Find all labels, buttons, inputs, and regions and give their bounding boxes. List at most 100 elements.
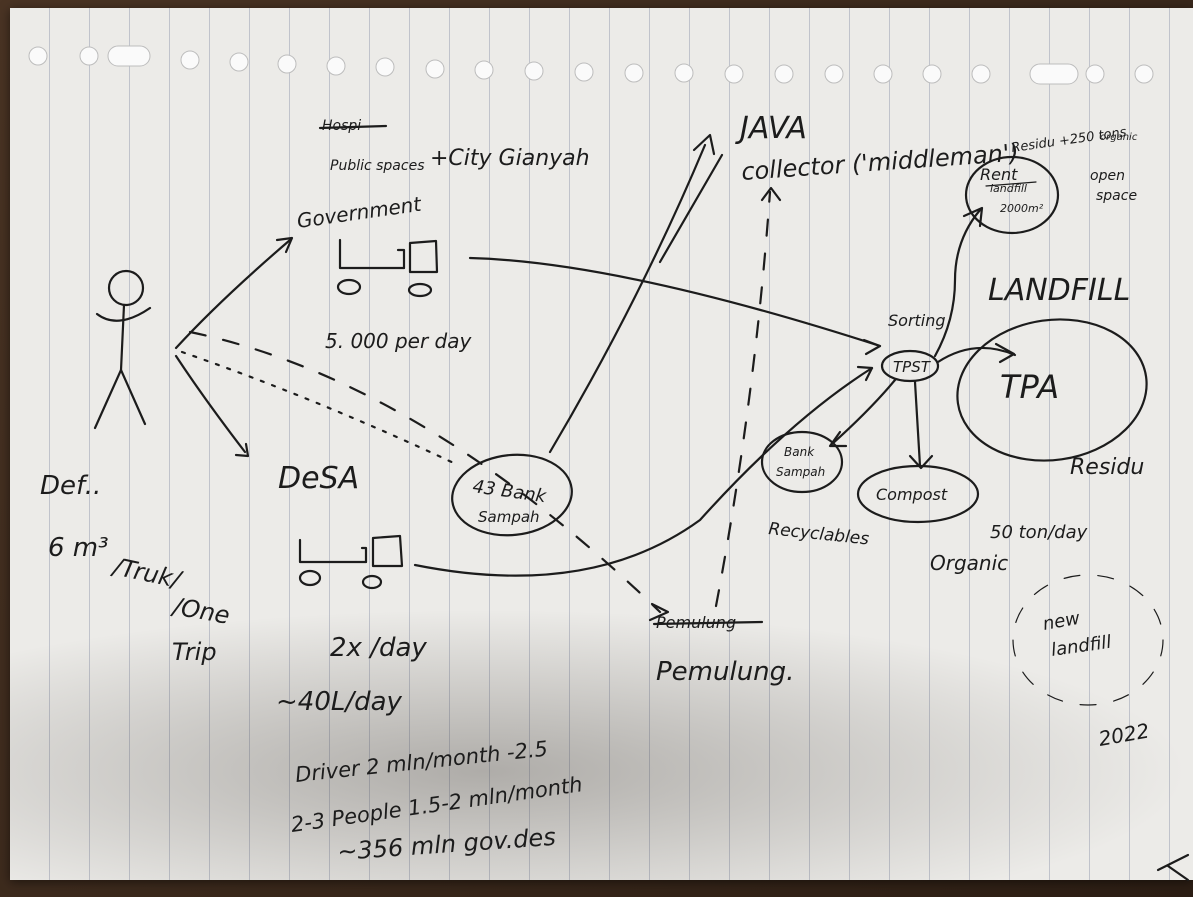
arrowhead: [962, 206, 984, 228]
arrowhead: [862, 338, 882, 356]
rent-label: Rent: [980, 165, 1018, 184]
per-day-label: 5. 000 per day: [325, 329, 473, 353]
arrowhead: [760, 186, 782, 202]
tpa-label: TPA: [1000, 368, 1059, 406]
pemulung-label: Pemulung.: [656, 657, 794, 687]
tpst-circle: [880, 349, 940, 383]
government-truck-icon: [336, 238, 439, 298]
arrowhead: [828, 430, 848, 448]
residu-label: Residu: [1070, 455, 1144, 480]
government-to-tpst-line: [468, 256, 882, 348]
landfill-label: LANDFILL: [988, 273, 1130, 308]
binder-hole: [375, 57, 395, 77]
binder-hole: [574, 62, 594, 82]
pemulung-to-collector-dashed: [714, 190, 772, 608]
lined-paper: [10, 8, 1193, 880]
sorting-label: Sorting: [888, 311, 946, 330]
binder-hole: [724, 64, 744, 84]
tpst-to-tpa-arrow: [936, 346, 1017, 364]
organic-small-label: organic: [1100, 132, 1138, 143]
organic-label: Organic: [930, 551, 1008, 575]
sampah-label: Sampah: [776, 465, 825, 479]
binder-hole: [474, 60, 494, 80]
public-spaces-label: Public spaces: [330, 158, 425, 174]
landfill-crossed-label: landfill: [990, 182, 1027, 195]
recyclables-label: Recyclables: [767, 519, 870, 549]
new-landfill-circle: [1012, 574, 1164, 706]
binder-hole: [774, 64, 794, 84]
binder-hole: [922, 64, 942, 84]
arrowhead: [856, 365, 874, 382]
binder-hole: [971, 64, 991, 84]
gov-desa-label: ~356 mln gov.des: [336, 823, 556, 866]
bank-sampah-circle-small: [760, 430, 844, 494]
binder-hole: [79, 46, 99, 66]
arrowhead: [908, 454, 934, 470]
tpst-to-rent-line: [933, 208, 982, 358]
open-label: open: [1090, 168, 1125, 184]
binder-hole: [326, 56, 346, 76]
tpst-label: TPST: [893, 358, 932, 376]
binder-hole: [277, 54, 297, 74]
rent-circle: [964, 155, 1060, 235]
truck-capacity-label: 6 m³: [48, 533, 109, 563]
desa-label: DeSA: [278, 461, 359, 496]
binder-hole: [524, 61, 544, 81]
bank-label: Bank: [784, 445, 815, 459]
tpa-circle: [956, 318, 1148, 462]
tpst-to-bank-sampah-arrow: [830, 378, 897, 446]
binder-holes: [28, 45, 1154, 85]
times-per-day-label: 2x /day: [330, 633, 427, 663]
strike-line: [985, 181, 1037, 187]
shadow: [10, 608, 1193, 880]
arrow-to-government: [174, 236, 294, 350]
binder-hole: [1029, 63, 1079, 85]
liters-per-day-label: ~40L/day: [276, 687, 403, 717]
pemulung-crossed-label: Pemulung: [656, 613, 736, 632]
arrow-to-pemulung: [648, 602, 670, 622]
government-label: Government: [295, 192, 423, 233]
binder-hole: [180, 50, 200, 70]
city-label: +City Gianyah: [430, 146, 590, 171]
binder-hole: [873, 64, 893, 84]
binder-hole: [624, 63, 644, 83]
trip-label: Trip: [172, 638, 217, 666]
bank-sampah-count-label-2: Sampah: [478, 508, 540, 526]
tons-per-day-label: 50 ton/day: [990, 522, 1088, 543]
person-figure: [93, 269, 152, 430]
area-label: 2000m²: [1000, 202, 1044, 215]
compost-circle: [856, 464, 980, 524]
dashed-line-to-pemulung: [188, 330, 662, 614]
def-label: Def..: [40, 471, 101, 501]
strike-line: [652, 620, 764, 626]
binder-hole: [107, 45, 151, 67]
dotted-line-to-bank-sampah: [180, 350, 460, 467]
driver-cost-label: Driver 2 mln/month -2.5: [294, 737, 549, 787]
truck-label: /Truk/: [109, 552, 186, 595]
new-label: new: [1041, 608, 1082, 635]
desa-to-tpst-line: [413, 366, 874, 577]
compost-label: Compost: [876, 485, 948, 504]
binder-hole: [229, 52, 249, 72]
one-label: /One: [169, 592, 232, 630]
line-to-java: [658, 153, 724, 264]
bank-sampah-circle: [451, 453, 573, 537]
arrowhead: [692, 133, 716, 156]
binder-hole: [1085, 64, 1105, 84]
desa-truck-icon: [298, 534, 404, 590]
tpst-to-compost-arrow: [913, 380, 922, 468]
binder-hole: [28, 46, 48, 66]
arrow-to-desa: [174, 354, 250, 458]
space-label: space: [1096, 188, 1137, 204]
strike-line: [318, 124, 388, 130]
binder-hole: [1134, 64, 1154, 84]
new-landfill-label: landfill: [1050, 632, 1113, 661]
binder-hole: [425, 59, 445, 79]
java-label: JAVA: [735, 111, 807, 146]
year-label: 2022: [1097, 718, 1151, 750]
public-spaces-crossed-label: Hospi: [322, 118, 361, 134]
corner-mark: [1156, 853, 1190, 882]
arrowhead: [994, 342, 1016, 364]
binder-hole: [824, 64, 844, 84]
